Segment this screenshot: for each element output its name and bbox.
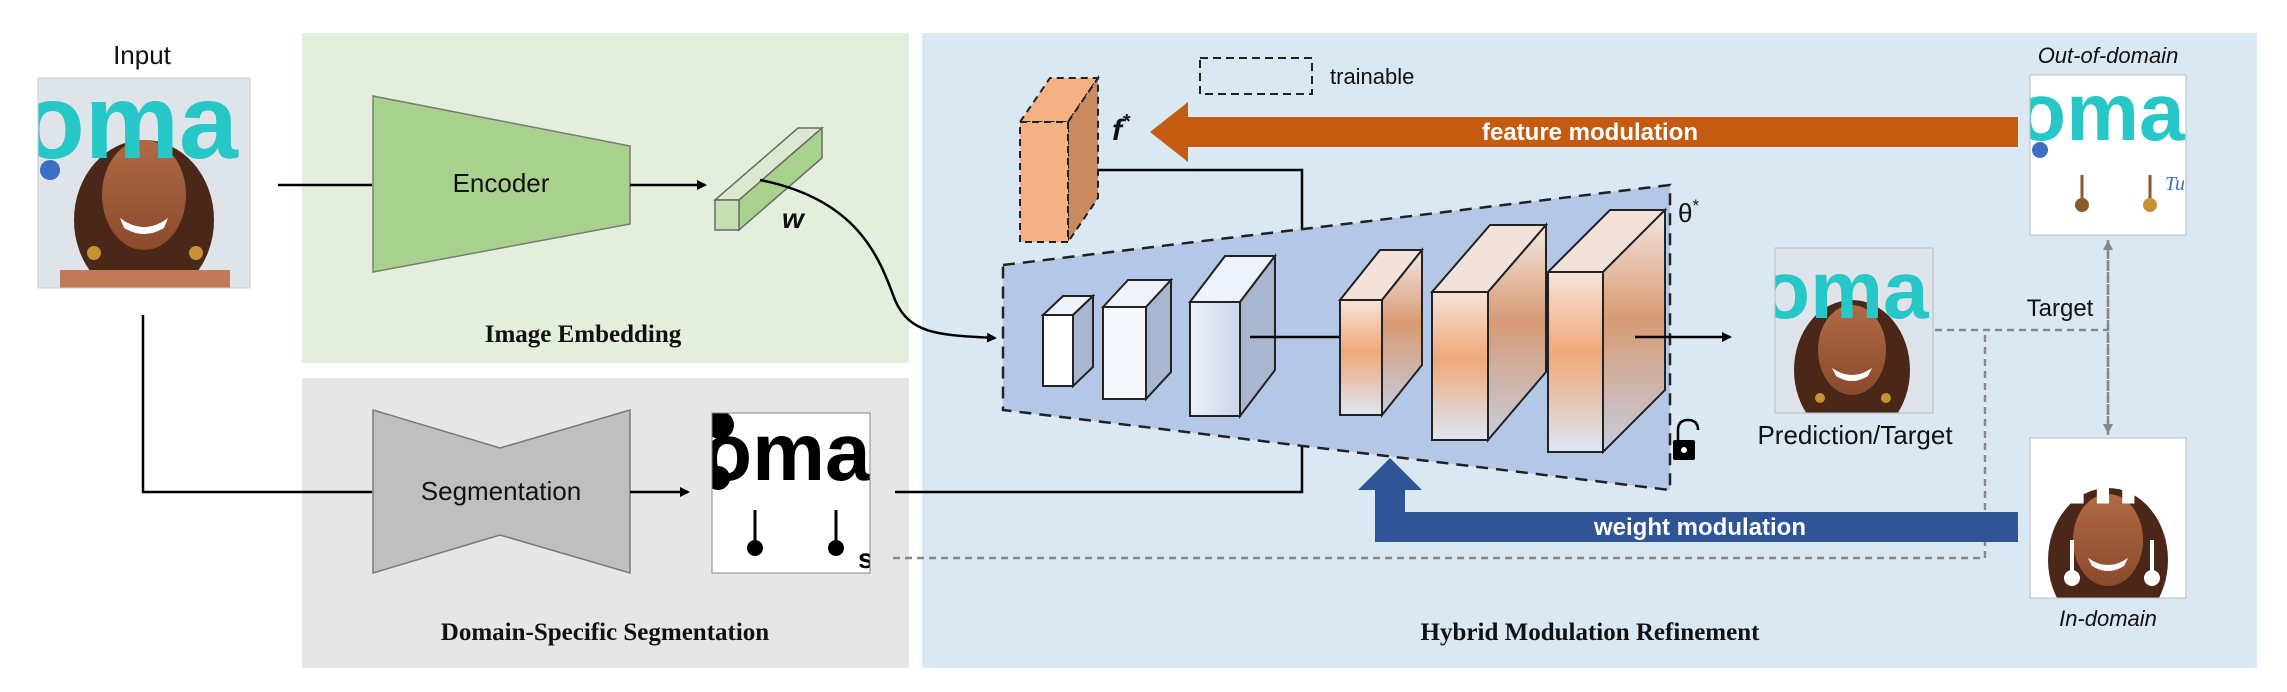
svg-text:oma: oma <box>2016 430 2186 521</box>
prediction-image: oma <box>1760 245 1933 413</box>
encoder-label: Encoder <box>453 168 550 198</box>
input-image: oma <box>20 63 250 288</box>
unlock-icon <box>1673 418 1700 460</box>
f-star-label: f* <box>1112 111 1131 147</box>
generator-layer-2 <box>1100 277 1174 402</box>
in-domain-image: oma <box>2016 430 2186 598</box>
generator-layer-5 <box>1429 222 1549 443</box>
image-embedding-title: Image Embedding <box>485 321 682 348</box>
encoder-block <box>372 95 631 273</box>
trainable-legend-label: trainable <box>1330 64 1414 89</box>
segmentation-mask-image: oma s <box>702 407 874 574</box>
svg-text:oma: oma <box>20 63 239 181</box>
mask-to-target-dashed-line <box>893 330 1987 560</box>
out-of-domain-image: oma Tu <box>2016 67 2186 235</box>
out-of-domain-label: Out-of-domain <box>2038 43 2179 68</box>
svg-text:Tu: Tu <box>2165 173 2185 195</box>
segmentation-block <box>372 408 631 575</box>
feature-modulation-label: feature modulation <box>1482 119 1698 146</box>
latent-w-bar <box>712 126 825 232</box>
generator-layer-4 <box>1337 247 1425 418</box>
feature-modulation-arrow <box>1150 102 2018 162</box>
weight-modulation-arrow <box>1358 458 2018 542</box>
generator-layer-6 <box>1545 207 1668 455</box>
weight-modulation-label: weight modulation <box>1593 514 1806 541</box>
segmentation-title: Domain-Specific Segmentation <box>441 619 770 646</box>
target-label: Target <box>2027 295 2094 322</box>
svg-text:oma: oma <box>1760 245 1930 336</box>
feature-map-f-star <box>1018 74 1100 246</box>
svg-text:oma: oma <box>702 407 872 498</box>
prediction-target-label: Prediction/Target <box>1757 420 1953 450</box>
w-to-generator-curve <box>759 178 997 343</box>
input-label: Input <box>113 40 172 70</box>
svg-text:oma: oma <box>2016 67 2186 158</box>
input-to-segmentation-line <box>141 315 372 494</box>
trainable-legend-box <box>1199 57 1313 95</box>
theta-star-label: θ* <box>1678 196 1699 228</box>
refinement-title: Hybrid Modulation Refinement <box>1421 619 1761 646</box>
w-label: w <box>782 203 806 234</box>
in-domain-label: In-domain <box>2059 606 2157 631</box>
generator-layer-1 <box>1040 293 1096 389</box>
svg-text:s: s <box>858 543 874 574</box>
segmentation-label: Segmentation <box>421 476 581 506</box>
